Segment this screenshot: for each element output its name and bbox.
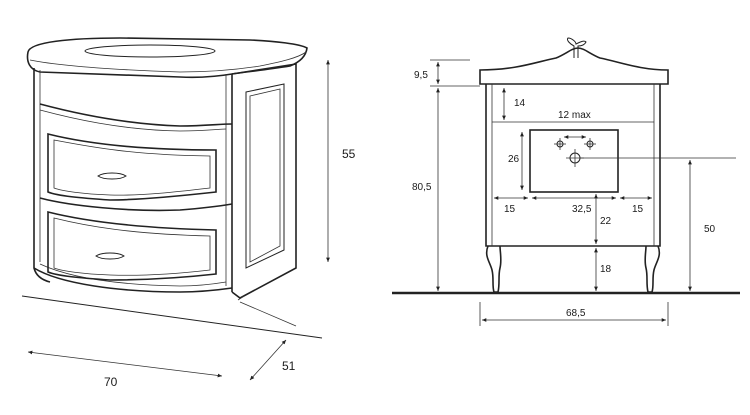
front-top-thickness-label: 9,5	[414, 70, 428, 81]
perspective-handle-lower	[95, 252, 125, 260]
front-leg-height-label: 18	[600, 264, 612, 275]
front-drain-height-label: 50	[704, 224, 716, 235]
front-body	[485, 84, 661, 247]
perspective-handle-upper	[97, 172, 127, 180]
perspective-cabinet	[26, 37, 308, 301]
perspective-drawer-upper	[47, 132, 217, 201]
front-right-margin-label: 15	[632, 204, 644, 215]
perspective-height-label: 55	[342, 147, 356, 161]
front-opening-to-bottom-label: 22	[600, 216, 612, 227]
front-opening-height-label: 26	[508, 154, 520, 165]
front-countertop	[479, 47, 669, 85]
front-right-leg	[644, 245, 661, 293]
front-inner-top-label: 14	[514, 98, 526, 109]
perspective-width-label: 70	[104, 375, 118, 389]
perspective-right-side	[231, 63, 297, 299]
perspective-countertop-edge	[29, 51, 307, 73]
front-total-height-label: 80,5	[412, 182, 432, 193]
front-faucet	[567, 37, 587, 58]
front-opening	[529, 129, 619, 193]
front-pipe-markers	[554, 135, 596, 167]
front-max-label: 12 max	[558, 110, 591, 121]
front-left-margin-label: 15	[504, 204, 516, 215]
front-left-leg	[485, 245, 502, 293]
front-base-width-label: 68,5	[566, 308, 586, 319]
front-cabinet	[479, 37, 669, 293]
perspective-baseline-front	[21, 295, 323, 339]
perspective-basin	[84, 44, 216, 58]
front-opening-width-label: 32,5	[572, 204, 592, 215]
perspective-drawer-lower	[47, 210, 217, 281]
perspective-depth-label: 51	[282, 359, 296, 373]
